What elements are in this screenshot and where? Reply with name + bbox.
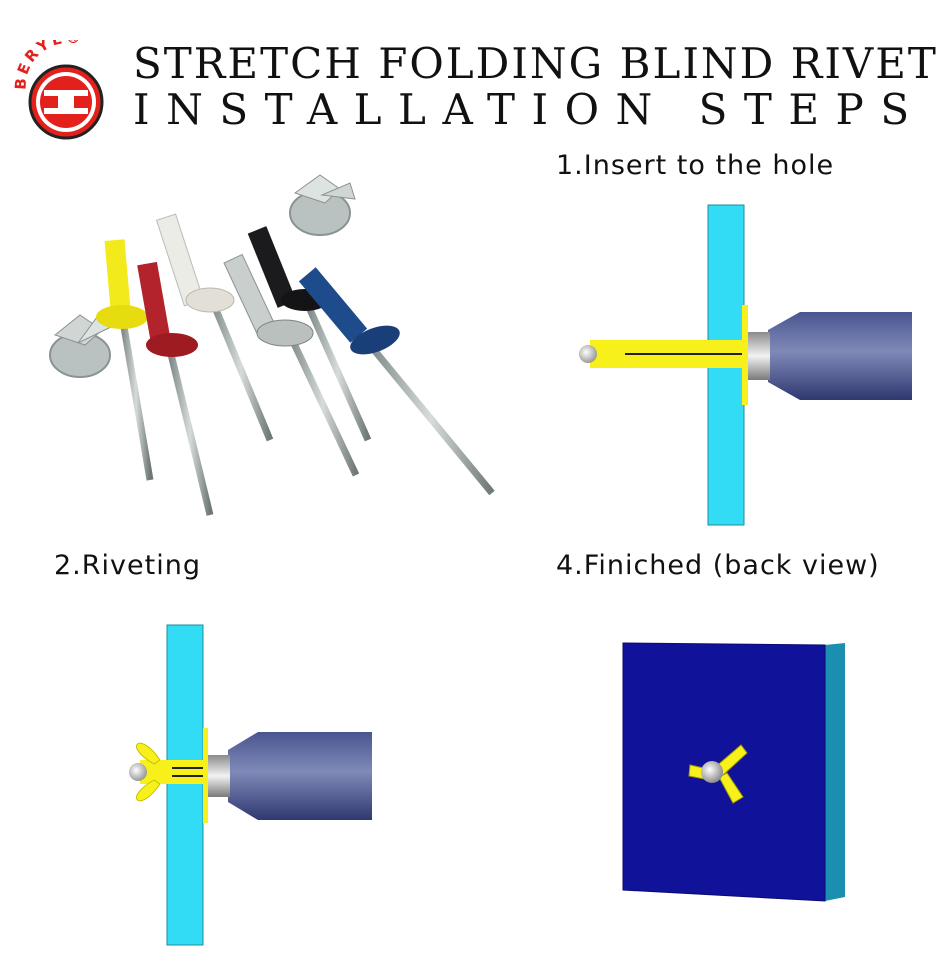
folded-rivet-left <box>49 312 116 378</box>
rivet-tool <box>228 732 372 820</box>
panel-edge <box>825 643 845 901</box>
rivet-silver <box>223 253 360 477</box>
step-4-diagram <box>615 635 855 905</box>
step-2-label: 2.Riveting <box>54 550 201 581</box>
rivet-red <box>137 261 214 516</box>
step-1-diagram <box>570 200 930 530</box>
title-line-1: STRETCH FOLDING BLIND RIVET <box>133 39 938 88</box>
beryl-logo: BERYL® <box>11 28 124 140</box>
rivet-tool <box>768 312 912 400</box>
step-4-label: 4.Finiched (back view) <box>556 550 880 581</box>
rivet-blue <box>298 267 495 496</box>
fold-petal-top <box>136 742 161 765</box>
rivet-white <box>155 213 274 442</box>
rivet-yellow <box>96 239 154 481</box>
mandrel-head <box>129 763 147 781</box>
mandrel-head <box>579 345 597 363</box>
rivets-product-photo <box>40 165 510 535</box>
step-1-label: 1.Insert to the hole <box>556 150 835 181</box>
rivet-body <box>140 760 203 784</box>
folded-rivet-top <box>289 174 356 236</box>
step-2-diagram <box>110 620 390 950</box>
folded-rivet-back <box>688 744 748 804</box>
fold-petal-bottom <box>136 779 161 802</box>
title-line-2: INSTALLATION STEPS <box>133 85 926 134</box>
panel-section <box>166 624 204 946</box>
